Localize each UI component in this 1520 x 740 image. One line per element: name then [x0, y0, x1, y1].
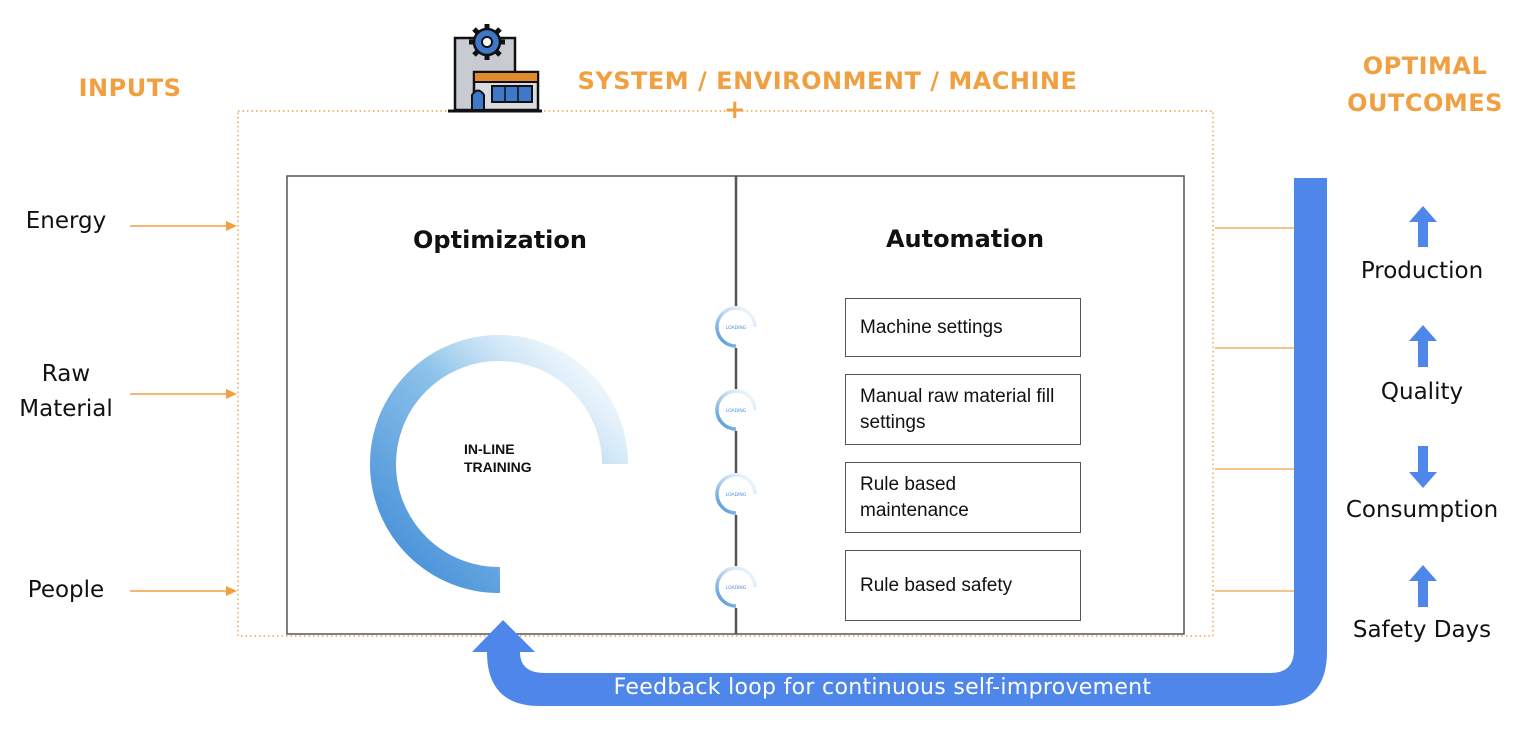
automation-title: Automation [885, 225, 1045, 253]
automation-item-maintenance: Rule based maintenance [845, 462, 1081, 533]
system-heading: SYSTEM / ENVIRONMENT / MACHINE [577, 67, 1078, 95]
spinner-icon: LOADING [715, 473, 757, 515]
automation-item-machine-settings: Machine settings [845, 298, 1081, 357]
automation-item-label: Rule based maintenance [860, 473, 969, 521]
outcome-label-consumption: Consumption [1345, 497, 1499, 523]
outcome-label-quality: Quality [1380, 379, 1464, 405]
automation-item-label: Manual raw material fill settings [860, 385, 1055, 433]
input-label-energy: Energy [25, 208, 107, 234]
automation-item-label: Machine settings [860, 316, 1003, 338]
spinner-text: LOADING [726, 408, 747, 414]
input-label-people: People [27, 577, 105, 603]
spinner-icon: LOADING [715, 389, 757, 431]
outcome-label-production: Production [1360, 258, 1484, 284]
input-arrow-people [130, 586, 237, 596]
spinner-text: LOADING [726, 492, 747, 498]
automation-item-label: Rule based safety [860, 574, 1013, 596]
arrow-up-icon [1409, 325, 1437, 367]
outcomes-heading-line2: OUTCOMES [1347, 89, 1503, 117]
spinner-text: LOADING [726, 325, 747, 331]
output-connectors [1215, 227, 1295, 592]
arrow-up-icon [1409, 206, 1437, 247]
inputs-heading: INPUTS [78, 74, 182, 102]
feedback-arrowhead [472, 620, 535, 652]
automation-item-raw-material-fill: Manual raw material fill settings [845, 374, 1081, 445]
system-boundary [237, 110, 1214, 637]
arrow-up-icon [1409, 565, 1437, 607]
outcomes-heading-line1: OPTIMAL [1362, 52, 1488, 80]
spinner-icon: LOADING [715, 306, 757, 348]
feedback-loop-label: Feedback loop for continuous self-improv… [613, 675, 1152, 700]
optimization-title: Optimization [413, 226, 587, 254]
factory-gear-icon [448, 24, 542, 113]
spinner-icon: LOADING [715, 566, 757, 608]
automation-item-safety: Rule based safety [845, 550, 1081, 621]
training-label: IN-LINE TRAINING [464, 441, 532, 475]
input-arrow-energy [130, 221, 237, 231]
spinner-text: LOADING [726, 585, 747, 591]
system-plus: + [723, 95, 747, 125]
training-ring [370, 335, 628, 594]
input-label-raw-material: Raw Material [19, 361, 113, 422]
outcome-label-safety-days: Safety Days [1352, 617, 1492, 643]
arrow-down-icon [1409, 446, 1437, 488]
input-arrow-raw-material [130, 389, 237, 399]
